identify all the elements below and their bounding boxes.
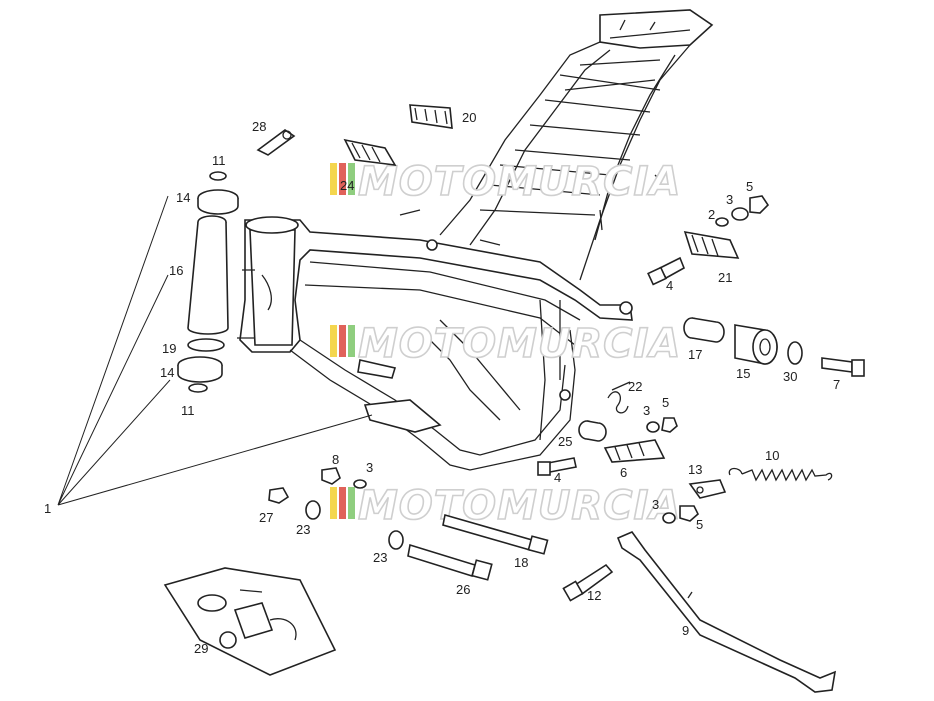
watermark-bottom: MOTOMURCIA	[330, 482, 681, 530]
callout-27: 27	[259, 510, 273, 525]
callout-3: 3	[643, 403, 650, 418]
callout-23: 23	[373, 550, 387, 565]
part-23-washer-upper	[305, 500, 321, 520]
callout-30: 30	[783, 369, 797, 384]
watermark-middle: MOTOMURCIA	[330, 320, 681, 368]
callout-3: 3	[652, 497, 659, 512]
callout-3: 3	[366, 460, 373, 475]
callout-19: 19	[162, 341, 176, 356]
washers-2-3-5-upper	[715, 195, 770, 227]
callout-10: 10	[765, 448, 779, 463]
callout-5: 5	[746, 179, 753, 194]
part-10-spring	[728, 467, 833, 482]
part-23-washer-lower	[388, 530, 404, 550]
callout-11: 11	[212, 153, 226, 168]
wm-bar-yellow	[330, 487, 337, 519]
callout-8: 8	[332, 452, 339, 467]
wm-bar-green	[348, 487, 355, 519]
callout-2: 2	[708, 207, 715, 222]
part-28-clip	[256, 129, 296, 156]
bolt-4-upper	[647, 256, 686, 286]
callout-labels: 11 14 16 19 14 11 1 28 24 20 5 3 2 21 4 …	[44, 110, 840, 656]
part-29-kit	[163, 567, 337, 676]
callout-20: 20	[462, 110, 476, 125]
wm-bar-green	[348, 163, 355, 195]
wm-bar-green	[348, 325, 355, 357]
watermark-text: MOTOMURCIA	[358, 483, 681, 529]
callout-22: 22	[628, 379, 642, 394]
callout-6: 6	[620, 465, 627, 480]
callout-26: 26	[456, 582, 470, 597]
callout-24: 24	[340, 178, 354, 193]
washers-3-5-lower	[662, 505, 699, 524]
part-25-spacer	[578, 420, 607, 442]
callout-29: 29	[194, 641, 208, 656]
part-21-footpeg	[683, 230, 740, 259]
watermark-text: MOTOMURCIA	[358, 159, 681, 205]
callout-7: 7	[833, 377, 840, 392]
callout-21: 21	[718, 270, 732, 285]
callout-25: 25	[558, 434, 572, 449]
callout-3: 3	[726, 192, 733, 207]
part-13-bracket	[688, 479, 727, 499]
watermark-group: MOTOMURCIA MOTOMURCIA MOTOMURCIA	[330, 158, 681, 530]
wm-bar-red	[339, 325, 346, 357]
steering-bearing-parts	[177, 171, 239, 393]
callout-13: 13	[688, 462, 702, 477]
wm-bar-yellow	[330, 163, 337, 195]
wm-bar-red	[339, 163, 346, 195]
watermark-top: MOTOMURCIA	[330, 158, 681, 206]
part-17-bushing	[683, 317, 725, 343]
part-22-spring	[607, 381, 631, 414]
main-frame	[237, 9, 714, 471]
part-12-bolt	[562, 563, 614, 602]
wm-bar-red	[339, 487, 346, 519]
callout-4: 4	[666, 278, 673, 293]
bolt-4-lower	[537, 457, 577, 476]
callout-5: 5	[662, 395, 669, 410]
callout-1: 1	[44, 501, 51, 516]
part-18-bolt	[442, 513, 549, 555]
part-24-footpeg	[343, 138, 397, 166]
part-30-washer	[787, 341, 803, 365]
part-9-sidestand	[616, 531, 837, 693]
part-20-footpeg	[409, 104, 453, 129]
callout-23: 23	[296, 522, 310, 537]
callout-4: 4	[554, 470, 561, 485]
callout-17: 17	[688, 347, 702, 362]
washers-3-5-mid	[646, 417, 678, 433]
callout-16: 16	[169, 263, 183, 278]
part-26-bolt	[407, 543, 493, 581]
callout-18: 18	[514, 555, 528, 570]
wm-bar-yellow	[330, 325, 337, 357]
callout-9: 9	[682, 623, 689, 638]
part-7-bolt	[821, 357, 865, 377]
callout-12: 12	[587, 588, 601, 603]
callout-15: 15	[736, 366, 750, 381]
callout-28: 28	[252, 119, 266, 134]
part-27-nut	[268, 487, 290, 504]
leader-lines-1	[57, 195, 373, 506]
callout-5: 5	[696, 517, 703, 532]
callout-11: 11	[181, 403, 195, 418]
part-8-3-nut	[321, 467, 367, 489]
part-6-footpeg	[603, 439, 666, 463]
callout-14: 14	[176, 190, 190, 205]
part-15-bushing	[734, 324, 778, 365]
watermark-text: MOTOMURCIA	[358, 321, 681, 367]
callout-14: 14	[160, 365, 174, 380]
